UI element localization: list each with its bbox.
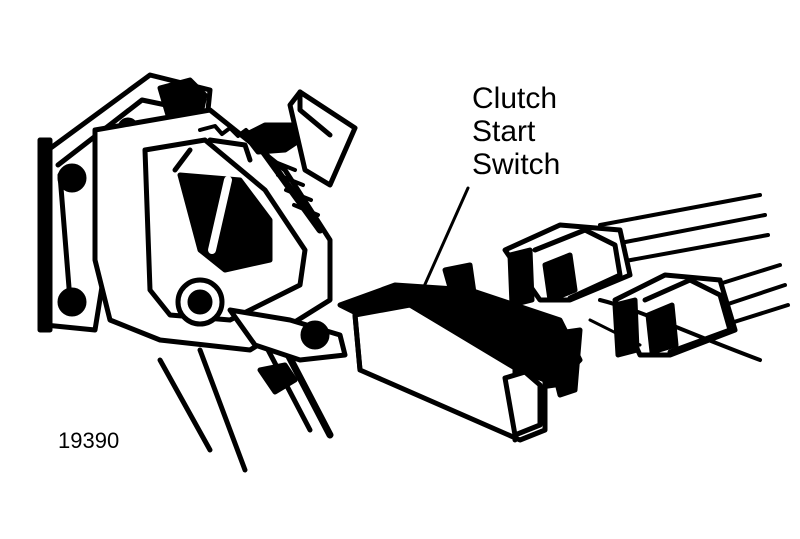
adjuster-rod <box>242 122 324 234</box>
harness-connector-upper <box>502 193 770 308</box>
figure-number: 19390 <box>58 428 120 453</box>
clutch-start-switch <box>352 302 548 443</box>
upper-pad <box>287 89 358 188</box>
label-line-switch: Switch <box>472 148 561 181</box>
harness-connector-lower <box>612 263 790 358</box>
label-line-clutch: Clutch <box>472 82 558 115</box>
clutch-start-switch-label: Clutch Start Switch <box>472 82 560 181</box>
leader-arrow <box>406 186 470 312</box>
pedal-sector-plate <box>92 107 333 353</box>
harness-wire <box>588 298 762 362</box>
label-line-start: Start <box>472 115 536 148</box>
pedal-arm <box>157 307 348 473</box>
